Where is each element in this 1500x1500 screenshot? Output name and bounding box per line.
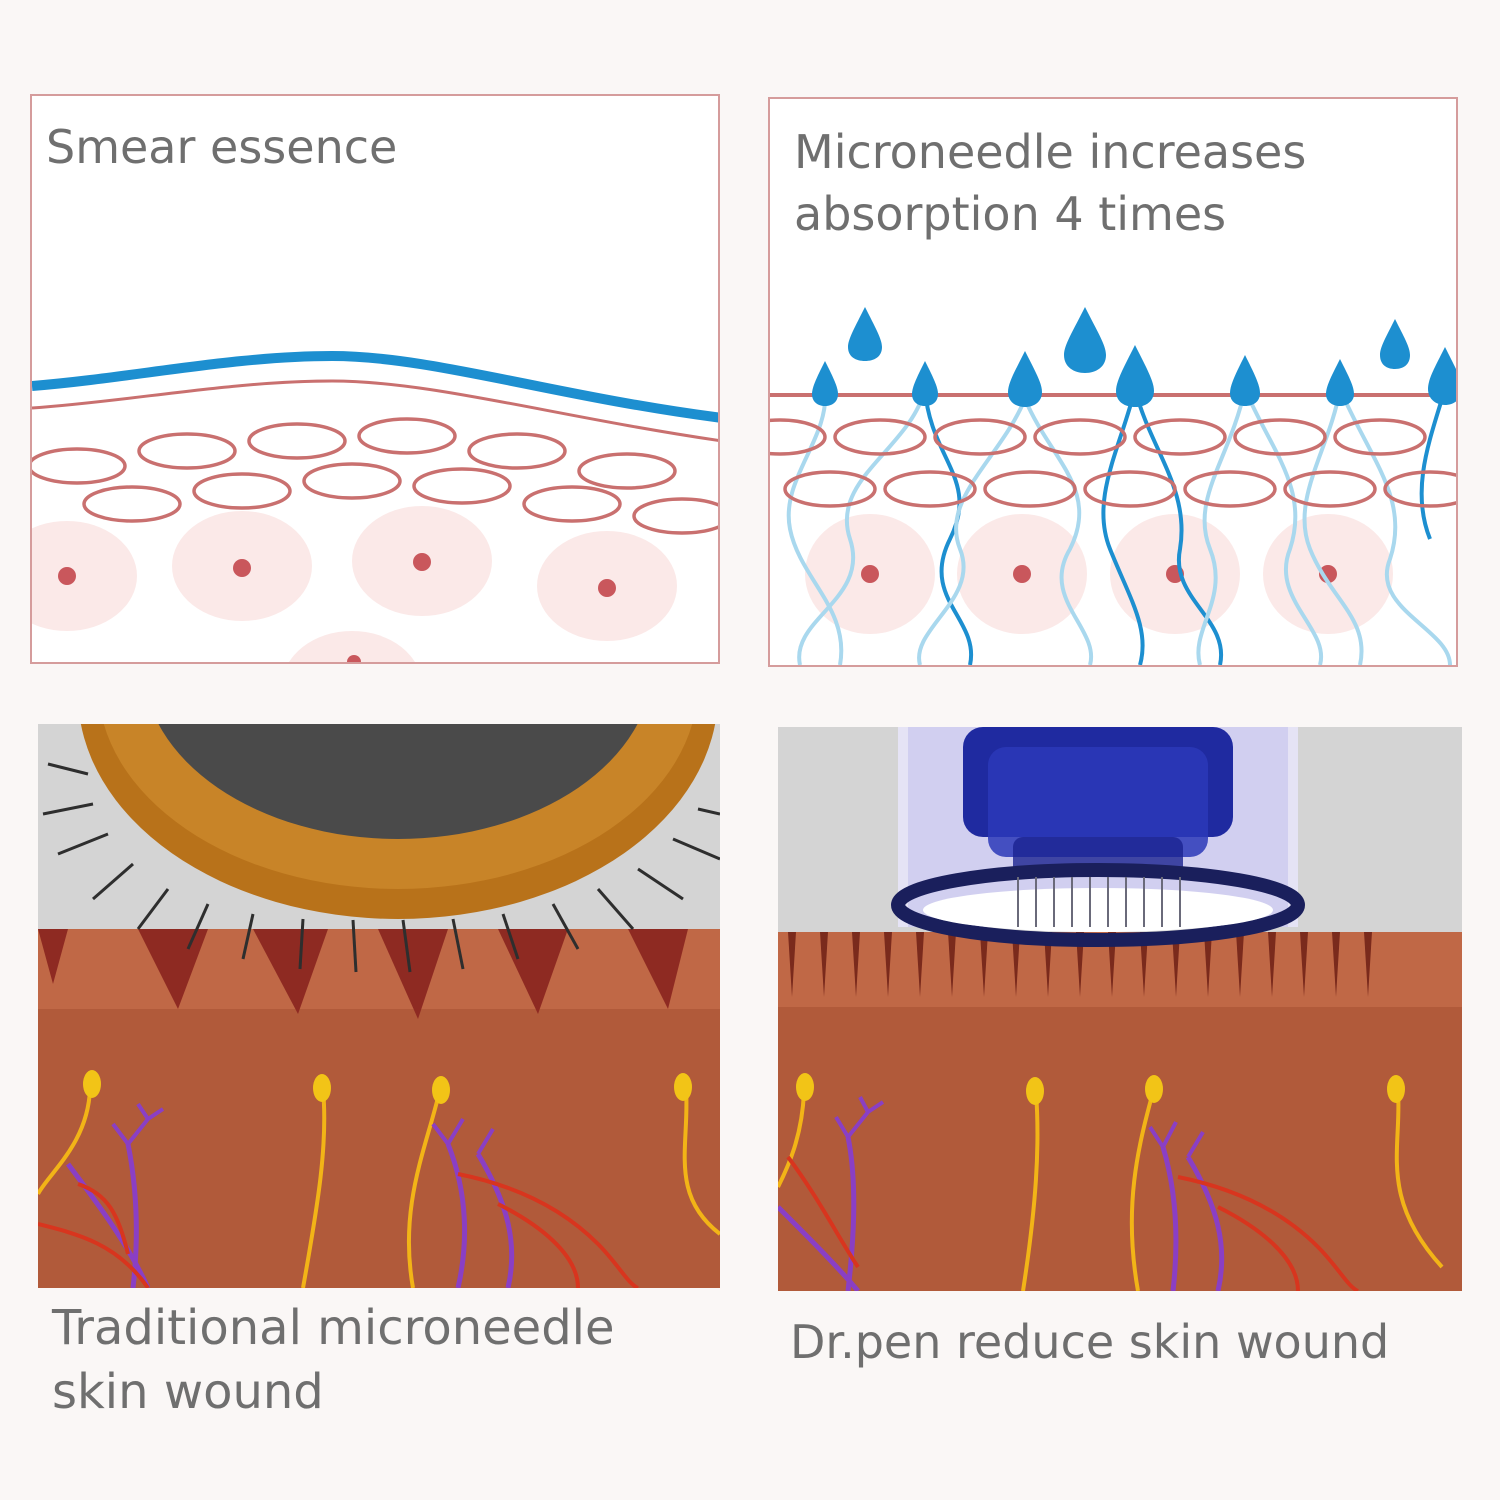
roller-device: [42, 724, 720, 973]
essence-layer: [32, 350, 718, 423]
absorption-title: Microneedle increases absorption 4 times: [794, 125, 1307, 241]
traditional-microneedle-panel: [38, 724, 720, 1288]
drpen-device-illustration: [778, 727, 1462, 1291]
smear-essence-title: Smear essence: [46, 120, 398, 174]
smear-essence-illustration: [32, 350, 718, 662]
essence-droplets: [812, 307, 1456, 407]
smear-essence-panel: Smear essence: [30, 94, 720, 664]
blood-vessels: [38, 1102, 639, 1288]
skin-wound: [788, 932, 1372, 997]
drpen-caption: Dr.pen reduce skin wound: [790, 1315, 1390, 1369]
absorption-illustration: [770, 307, 1456, 665]
nerve-fibers: [38, 1088, 720, 1288]
epidermis-cells: [32, 417, 718, 535]
cell-nucleus: [861, 565, 1337, 583]
cell-nucleus: [58, 553, 616, 662]
drpen-panel: [778, 727, 1462, 1291]
nerve-ending: [796, 1073, 1405, 1105]
blood-vessels: [778, 1096, 1359, 1291]
absorption-panel: Microneedle increases absorption 4 times: [768, 97, 1458, 667]
traditional-caption: Traditional microneedle skin wound: [52, 1300, 615, 1420]
drpen-cartridge: [891, 727, 1305, 947]
traditional-roller-illustration: [38, 724, 720, 1288]
nerve-ending: [83, 1070, 692, 1104]
nerve-fibers: [778, 1091, 1444, 1291]
epidermis-cells: [770, 418, 1456, 508]
